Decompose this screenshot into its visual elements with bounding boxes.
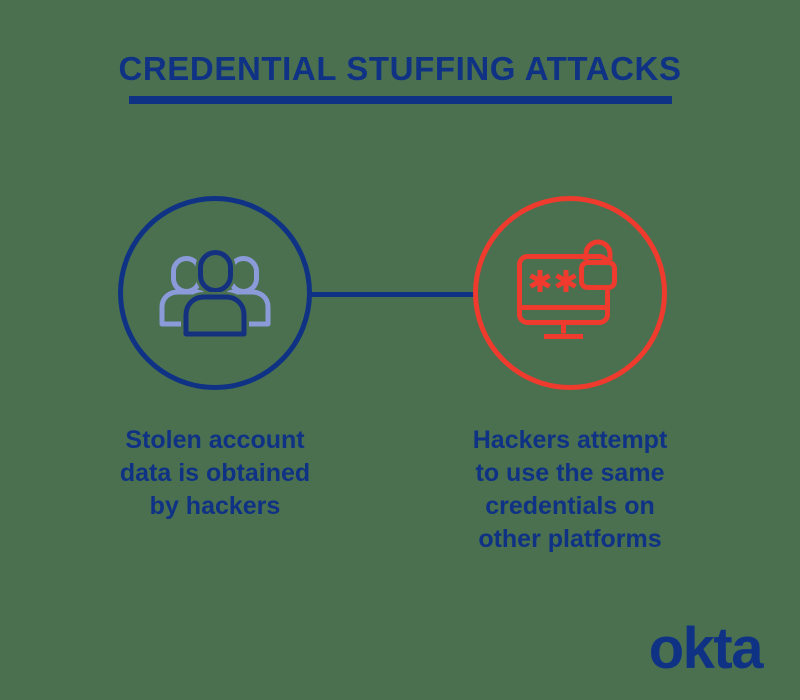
caption-stolen-data: Stolen account data is obtained by hacke… <box>55 424 375 523</box>
diagram-node-stolen-data <box>118 196 312 390</box>
caption-line: other platforms <box>478 525 662 553</box>
node-connector-line <box>310 292 475 297</box>
caption-line: to use the same <box>475 459 665 487</box>
caption-line: credentials on <box>485 492 655 520</box>
caption-line: data is obtained <box>119 459 311 487</box>
caption-line: Stolen account <box>125 426 305 454</box>
title-underline-rule <box>128 95 672 104</box>
monitor-password-lock-icon <box>514 237 626 350</box>
okta-logo: okta <box>648 616 764 681</box>
caption-line: by hackers <box>149 492 281 520</box>
page-title-text: CREDENTIAL STUFFING ATTACKS <box>118 50 682 87</box>
caption-line: Hackers attempt <box>472 426 668 454</box>
people-group-icon <box>159 245 271 342</box>
caption-credential-reuse: Hackers attempt to use the same credenti… <box>410 424 730 556</box>
page-title: CREDENTIAL STUFFING ATTACKS <box>0 50 800 104</box>
diagram-node-credential-reuse <box>473 196 667 390</box>
